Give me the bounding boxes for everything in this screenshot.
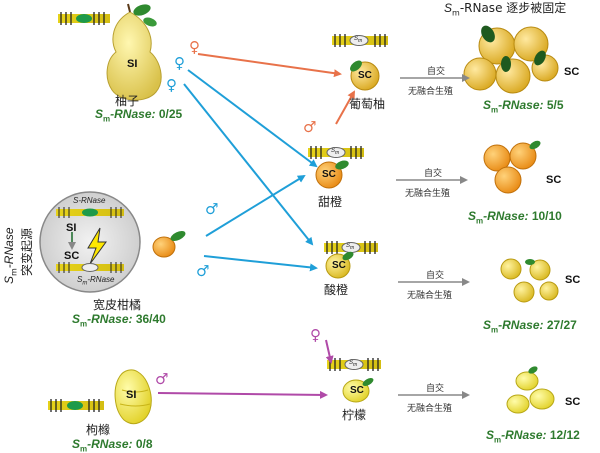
citron-name: 枸橼 — [86, 423, 111, 437]
pomelo-name: 柚子 — [115, 94, 140, 108]
circle-sc-label: SC — [64, 250, 80, 262]
female-symbol-sour-lemon: ♀ — [310, 326, 321, 344]
lemon-outcome-ratio: Sm-RNase: 12/12 — [486, 428, 580, 445]
sour-orange-cluster — [500, 258, 559, 303]
sweet-orange-cluster — [483, 140, 541, 194]
process-apomixis-4: 无融合生殖 — [407, 404, 453, 414]
circle-si-label: SI — [66, 222, 77, 234]
gene-bar-pomelo — [58, 12, 110, 25]
pomelo-fruit — [106, 3, 162, 101]
male-symbol-sweet-grapefruit: ♂ — [303, 118, 317, 136]
process-selfing-4: 自交 — [426, 384, 445, 394]
process-selfing-1: 自交 — [427, 67, 446, 77]
gene-bar-sweet-orange — [308, 146, 364, 159]
sour-orange-fruit — [325, 251, 354, 279]
citron-si-label: SI — [126, 389, 137, 401]
lemon-fruit — [342, 378, 374, 403]
male-symbol-mandarin-sour: ♂ — [196, 262, 210, 280]
sour-orange-outcome-sc: SC — [565, 274, 581, 286]
grapefruit-fruit — [350, 60, 380, 91]
lemon-outcome-sc: SC — [565, 396, 581, 408]
grapefruit-sm-tag: Sm — [354, 36, 363, 45]
process-arrows — [396, 74, 470, 399]
gene-bar-grapefruit — [332, 34, 388, 47]
pomelo-si-label: SI — [127, 58, 138, 70]
gene-bar-lemon — [327, 358, 381, 371]
cross-arrows — [157, 53, 355, 399]
citron-fruit — [114, 369, 152, 425]
female-symbol-pomelo-sour: ♀ — [166, 76, 177, 94]
mutation-origin-label-cn: 突变起源 — [20, 227, 34, 276]
lemon-sc-label: SC — [350, 385, 364, 396]
sour-orange-outcome-ratio: Sm-RNase: 27/27 — [483, 318, 577, 335]
sweet-orange-sm-tag: Sm — [331, 148, 340, 157]
circle-gene-top: S-RNase — [73, 196, 106, 205]
circle-gene-bottom: Sm-RNase — [77, 275, 115, 287]
diagram-title: Sm-RNase 逐步被固定 — [444, 1, 567, 18]
sour-orange-name: 酸橙 — [324, 283, 349, 297]
grapefruit-outcome-ratio: Sm-RNase: 5/5 — [483, 98, 564, 115]
mandarin-name: 宽皮柑橘 — [93, 298, 142, 312]
lemon-sm-tag: Sm — [349, 360, 358, 369]
gene-bar-sour-orange — [324, 241, 378, 254]
mandarin-ratio: Sm-RNase: 36/40 — [72, 312, 166, 329]
sweet-orange-name: 甜橙 — [318, 195, 343, 209]
lemon-cluster — [506, 366, 555, 414]
female-symbol-pomelo-sweet: ♀ — [174, 54, 185, 72]
sweet-orange-fruit — [315, 160, 349, 189]
female-symbol-pomelo-grapefruit: ♀ — [189, 38, 200, 56]
gene-bar-citron — [48, 399, 104, 412]
sour-orange-sm-tag: Sm — [346, 243, 355, 252]
grapefruit-name: 葡萄柚 — [349, 97, 386, 111]
mandarin-fruit — [152, 231, 186, 258]
citron-ratio: Sm-RNase: 0/8 — [72, 437, 153, 453]
sweet-orange-sc-label: SC — [322, 169, 336, 180]
process-selfing-2: 自交 — [424, 169, 443, 179]
process-apomixis-1: 无融合生殖 — [408, 87, 454, 97]
sour-orange-sc-label: SC — [332, 260, 346, 271]
sweet-orange-outcome-sc: SC — [546, 174, 562, 186]
process-apomixis-2: 无融合生殖 — [405, 189, 451, 199]
process-apomixis-3: 无融合生殖 — [407, 291, 453, 301]
grapefruit-outcome-sc: SC — [564, 66, 580, 78]
process-selfing-3: 自交 — [426, 271, 445, 281]
mutation-origin-label: Sm-RNase — [2, 227, 19, 285]
grapefruit-sc-label: SC — [358, 70, 372, 81]
male-symbol-mandarin-sweet: ♂ — [205, 200, 219, 218]
lemon-name: 柠檬 — [342, 408, 367, 422]
male-symbol-citron-lemon: ♂ — [155, 370, 169, 388]
pomelo-ratio: Sm-RNase: 0/25 — [95, 107, 183, 124]
sweet-orange-outcome-ratio: Sm-RNase: 10/10 — [468, 209, 562, 226]
grapefruit-cluster — [463, 25, 559, 94]
mutation-circle — [39, 191, 141, 293]
